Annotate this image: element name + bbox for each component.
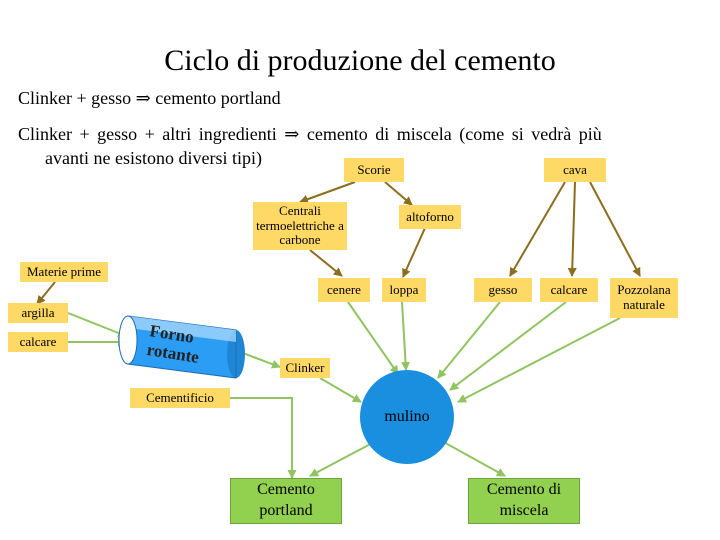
text-line-miscela-continued: avanti ne esistono diversi tipi) <box>45 148 262 168</box>
box-pozzolana-naturale: Pozzolana naturale <box>610 278 678 318</box>
arrow-cava-calcare <box>567 181 577 277</box>
arrow-gesso-mulino <box>437 301 501 379</box>
box-cenere: cenere <box>318 278 370 302</box>
arrow-forno-clinker <box>239 351 281 369</box>
box-altoforno: altoforno <box>399 205 461 229</box>
box-materie-prime: Materie prime <box>20 262 108 282</box>
box-argilla: argilla <box>8 303 68 323</box>
box-gesso: gesso <box>474 278 532 302</box>
forno-rotante-label: Forno rotante <box>145 321 203 367</box>
box-cemento-di-miscela: Cemento di miscela <box>468 478 580 524</box>
text-line-portland: Clinker + gesso ⇒ cemento portland <box>18 88 281 108</box>
arrow-centrali-cenere <box>309 249 343 277</box>
arrow-cementificio-portland <box>230 397 297 479</box>
forno-rotante-cylinder <box>118 315 245 379</box>
text-line-miscela: Clinker + gesso + altri ingredienti ⇒ ce… <box>18 124 602 144</box>
arrow-loppa-mulino <box>401 301 411 371</box>
arrow-cenere-mulino <box>347 301 399 375</box>
box-cava: cava <box>544 158 606 182</box>
box-calcare-left: calcare <box>8 332 68 352</box>
arrow-cava-gesso <box>509 181 566 277</box>
mulino-label: mulino <box>384 408 430 425</box>
box-calcare-right: calcare <box>540 278 598 302</box>
box-cemento-portland: Cemento portland <box>230 478 342 524</box>
arrow-clinker-mulino <box>319 377 362 403</box>
mulino-circle <box>360 370 454 464</box>
arrow-mulino-portland <box>309 439 379 477</box>
box-clinker: Clinker <box>280 358 330 378</box>
arrow-altoforno-loppa <box>402 227 426 278</box>
arrow-pozzolana-mulino <box>457 317 621 403</box>
box-loppa: loppa <box>382 278 426 302</box>
arrow-calcare-mulino <box>449 301 567 391</box>
arrow-scorie-centrali <box>299 181 356 204</box>
box-scorie: Scorie <box>344 158 404 182</box>
slide-title: Ciclo di produzione del cemento <box>164 44 556 77</box>
arrow-mulino-miscela <box>439 439 506 477</box>
arrow-scorie-altoforno <box>384 181 413 206</box>
arrow-materie-argilla <box>36 281 56 305</box>
box-centrali-termoelettriche: Centrali termoelettriche a carbone <box>253 202 347 250</box>
box-cementificio: Cementificio <box>130 388 230 408</box>
arrow-cava-pozzolana <box>589 181 641 277</box>
arrow-argilla-forno <box>67 312 127 338</box>
